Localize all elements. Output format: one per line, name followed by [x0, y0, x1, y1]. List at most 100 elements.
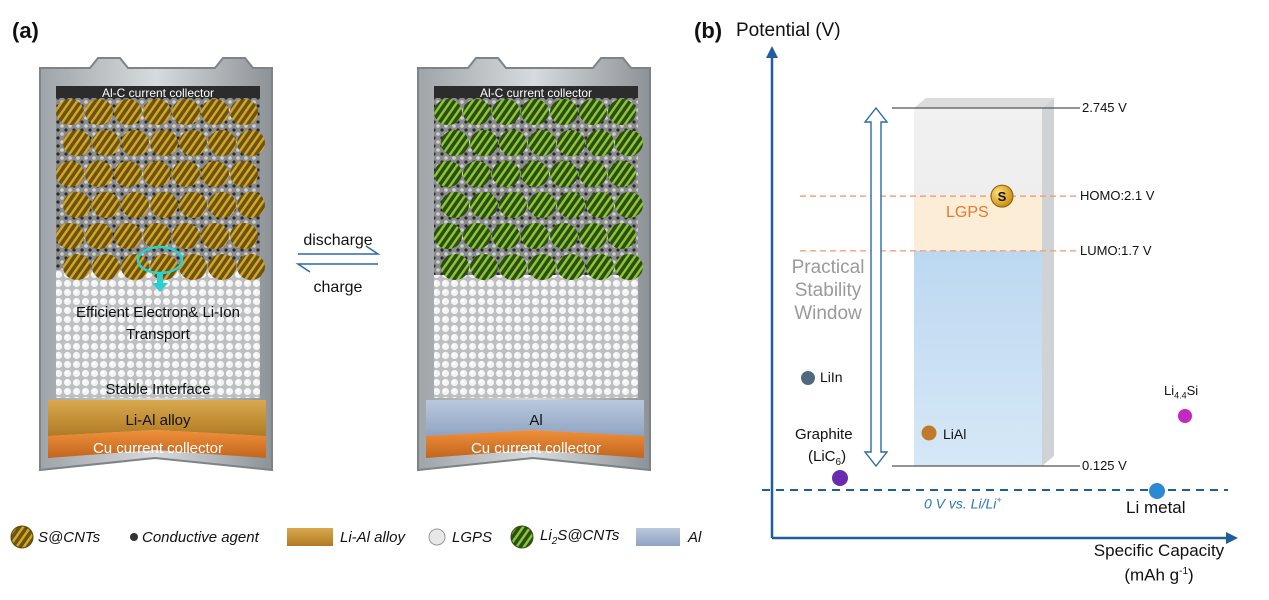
right-battery-cell	[417, 57, 651, 472]
x-axis-arrow-icon	[1226, 532, 1238, 544]
cnt-cluster	[499, 130, 527, 156]
cnt-cluster	[85, 99, 113, 125]
left-top-collector-bar	[56, 86, 260, 98]
cnt-cluster	[85, 223, 113, 249]
cnt-cluster	[179, 192, 207, 218]
zero-line-label: 0 V vs. Li/Li+	[924, 495, 1002, 512]
cnt-cluster	[172, 99, 200, 125]
stability-window-label: Practical Stability Window	[791, 257, 865, 324]
cnt-cluster	[172, 223, 200, 249]
stable-interface-label: Stable Interface	[105, 381, 211, 398]
cnt-cluster	[492, 161, 520, 187]
panel-a-illustration	[10, 57, 680, 549]
cnt-cluster	[114, 99, 142, 125]
cnt-cluster	[434, 161, 462, 187]
s-cnts-cluster-icon	[10, 525, 34, 549]
conductive-agent-dot-icon	[130, 533, 138, 541]
level-label-0125: 0.125 V	[1082, 458, 1127, 473]
cnt-cluster	[150, 130, 178, 156]
cnt-cluster	[63, 254, 91, 280]
charge-label: charge	[313, 279, 363, 296]
panel-b-diagram: S	[762, 46, 1238, 544]
cnt-cluster	[557, 192, 585, 218]
cnt-cluster	[201, 161, 229, 187]
cnt-cluster	[114, 223, 142, 249]
level-label-lumo: LUMO:1.7 V	[1080, 242, 1152, 258]
graphite-formula: (LiC6)	[808, 448, 847, 468]
right-li2s-cnts-clusters	[434, 99, 643, 280]
right-cu-collector-layer	[426, 430, 644, 458]
cnt-cluster	[121, 254, 149, 280]
cnt-cluster	[56, 223, 84, 249]
x-axis-label: Specific Capacity (mAh g-1)	[1093, 541, 1225, 585]
cnt-cluster	[441, 130, 469, 156]
cnt-cluster	[230, 161, 258, 187]
cnt-cluster	[143, 161, 171, 187]
cnt-cluster	[230, 223, 258, 249]
cnt-cluster	[550, 99, 578, 125]
transport-highlight-ellipse	[136, 245, 184, 275]
cnt-cluster	[441, 192, 469, 218]
legend-item-al: Al	[688, 528, 702, 546]
svg-text:S: S	[998, 189, 1007, 204]
cnt-cluster	[143, 223, 171, 249]
cnt-cluster	[114, 161, 142, 187]
right-cu-collector-label: Cu current collector	[470, 440, 602, 457]
cnt-cluster	[143, 99, 171, 125]
li2s-cnts-cluster-icon	[510, 525, 534, 549]
lial-ball	[921, 425, 937, 441]
y-axis-arrow-icon	[766, 46, 778, 58]
cnt-cluster	[56, 99, 84, 125]
right-top-collector-label: Al-C current collector	[479, 86, 593, 100]
cnt-cluster	[521, 99, 549, 125]
cnt-cluster	[441, 254, 469, 280]
li-al-alloy-layer	[48, 400, 266, 436]
cnt-cluster	[121, 130, 149, 156]
li-metal-ball	[1149, 483, 1165, 499]
cnt-cluster	[463, 161, 491, 187]
right-lgps-layer	[434, 275, 638, 398]
discharge-arrow-icon	[298, 245, 381, 255]
cnt-cluster	[92, 130, 120, 156]
discharge-label: discharge	[303, 232, 373, 249]
cnt-cluster	[615, 192, 643, 218]
cnt-cluster	[586, 130, 614, 156]
y-axis-label: Potential (V)	[736, 20, 841, 41]
cnt-cluster	[608, 161, 636, 187]
cnt-cluster	[150, 254, 178, 280]
cnt-cluster	[492, 99, 520, 125]
level-label-2745: 2.745 V	[1082, 100, 1127, 115]
al-label: Al	[529, 412, 543, 429]
transport-label-line1: Efficient Electron& Li-Ion	[76, 304, 240, 321]
left-cu-collector-label: Cu current collector	[92, 440, 224, 457]
lial-label: LiAl	[943, 426, 967, 442]
lgps-band	[914, 196, 1042, 251]
legend-item-lgps: LGPS	[452, 528, 493, 546]
liin-ball	[801, 371, 815, 385]
cnt-cluster	[172, 161, 200, 187]
lisi-ball	[1178, 409, 1192, 423]
cnt-cluster	[121, 192, 149, 218]
charge-arrow-icon	[295, 263, 378, 273]
li-al-alloy-label: Li-Al alloy	[125, 412, 191, 429]
cnt-cluster	[92, 192, 120, 218]
sulfur-ball: S	[990, 184, 1014, 208]
cnt-cluster	[463, 99, 491, 125]
cnt-cluster	[470, 130, 498, 156]
lgps-label: LGPS	[946, 204, 989, 221]
cnt-cluster	[492, 223, 520, 249]
left-battery-cell	[39, 57, 273, 472]
lisi-label: Li4.4Si	[1164, 383, 1199, 401]
left-cu-collector-layer	[48, 430, 266, 458]
cnt-cluster	[615, 130, 643, 156]
left-top-collector-label: Al-C current collector	[101, 86, 215, 100]
cnt-cluster	[470, 192, 498, 218]
cnt-cluster	[237, 192, 265, 218]
left-s-cnts-clusters	[56, 99, 265, 280]
cnt-cluster	[579, 223, 607, 249]
cnt-cluster	[579, 99, 607, 125]
cnt-cluster	[179, 130, 207, 156]
axes	[766, 46, 1238, 544]
cnt-cluster	[237, 130, 265, 156]
cnt-cluster	[201, 99, 229, 125]
